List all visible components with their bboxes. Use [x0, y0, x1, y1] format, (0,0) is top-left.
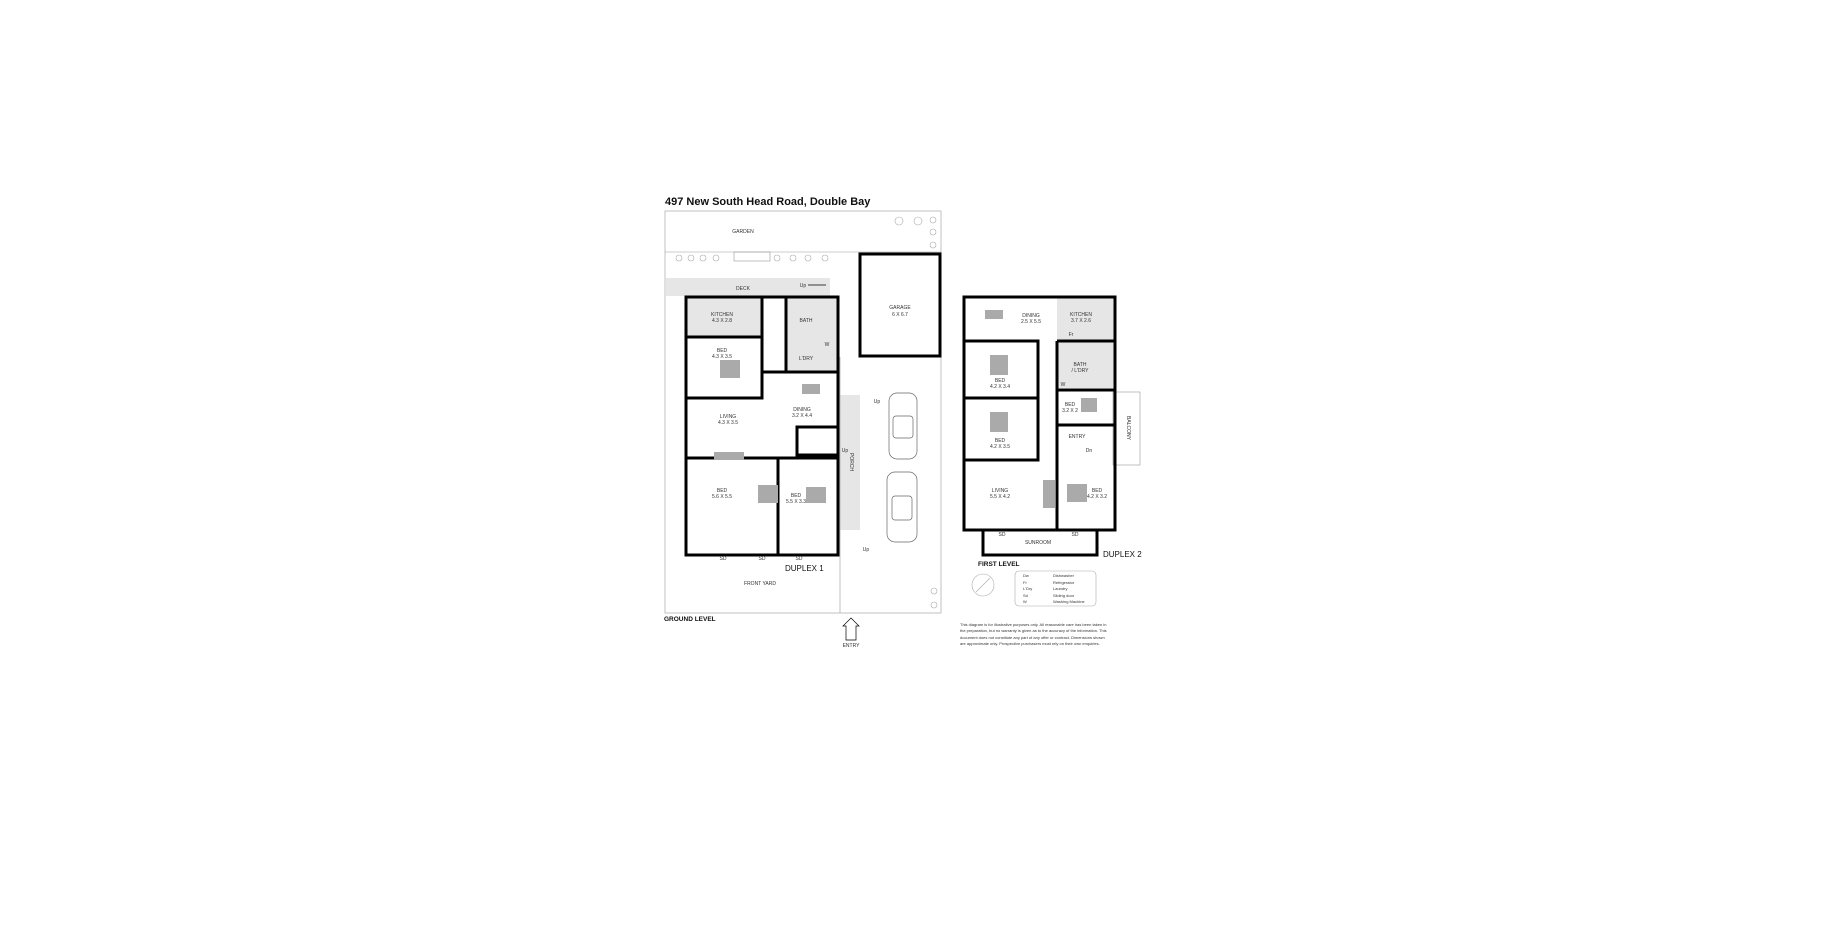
entry-arrow-icon — [842, 617, 860, 641]
label-up4: Up — [863, 547, 870, 553]
label-up2: Up — [874, 399, 881, 405]
label-f-laundry: / L'DRY — [1072, 368, 1090, 374]
label-f-bed3-dim: 3.2 X 2 — [1062, 408, 1078, 414]
svg-text:Dishwasher: Dishwasher — [1053, 573, 1075, 578]
label-f-bed2-dim: 4.2 X 3.5 — [990, 444, 1010, 450]
svg-text:Washing Machine: Washing Machine — [1053, 599, 1085, 604]
label-sunroom: SUNROOM — [1025, 540, 1051, 546]
label-f-bed4: BED — [1092, 488, 1103, 494]
cars — [886, 392, 918, 543]
label-f-living: LIVING — [992, 488, 1009, 494]
label-f-dining-dim: 2.5 X 5.5 — [1021, 319, 1041, 325]
duplex1-label: DUPLEX 1 — [785, 564, 824, 573]
duplex2-outline — [962, 295, 1117, 532]
label-dn: Dn — [1086, 448, 1093, 454]
first-level-label: FIRST LEVEL — [978, 561, 1020, 568]
compass-icon — [971, 573, 995, 597]
label-w: W — [825, 342, 830, 348]
label-living: LIVING — [720, 414, 737, 420]
label-balcony: BALCONY — [1125, 416, 1131, 441]
label-fr: Fr — [1069, 332, 1074, 338]
label-f-bed2: BED — [995, 438, 1006, 444]
label-deck: DECK — [736, 286, 751, 292]
label-f-sd2: SD — [1072, 532, 1079, 538]
ground-level-label: GROUND LEVEL — [664, 616, 716, 623]
label-bed1: BED — [717, 348, 728, 354]
svg-text:Dw: Dw — [1023, 573, 1029, 578]
garden-bench — [733, 251, 771, 262]
label-kitchen-dim: 4.3 X 2.8 — [712, 318, 732, 324]
label-sd: SD — [720, 556, 727, 562]
label-garden: GARDEN — [732, 229, 754, 235]
label-garage: GARAGE — [889, 305, 911, 311]
svg-text:document does not constitute a: document does not constitute any part of… — [960, 635, 1105, 640]
label-f-bed1-dim: 4.2 X 3.4 — [990, 384, 1010, 390]
label-f-bed4-dim: 4.2 X 3.2 — [1087, 494, 1107, 500]
svg-text:are approximate only. Prospect: are approximate only. Prospective purcha… — [960, 641, 1100, 646]
label-bed2: BED — [717, 488, 728, 494]
svg-text:Sliding door: Sliding door — [1053, 593, 1075, 598]
label-bath: BATH — [800, 318, 813, 324]
label-up: Up — [800, 283, 807, 289]
label-bed2-dim: 5.6 X 5.5 — [712, 494, 732, 500]
label-bed3-dim: 5.5 X 3.3 — [786, 499, 806, 505]
label-f-kitchen-dim: 3.7 X 2.6 — [1071, 318, 1091, 324]
label-laundry: L'DRY — [799, 356, 814, 362]
label-dining-dim: 3.2 X 4.4 — [792, 413, 812, 419]
first-level-plan: DINING 2.5 X 5.5 KITCHEN 3.7 X 2.6 Fr BA… — [960, 295, 1142, 646]
svg-text:Sd: Sd — [1023, 593, 1028, 598]
label-f-w: W — [1061, 382, 1066, 388]
svg-text:the preparation, but no warran: the preparation, but no warranty is give… — [960, 628, 1107, 633]
plan-title: 497 New South Head Road, Double Bay — [665, 196, 871, 208]
label-f-bed1: BED — [995, 378, 1006, 384]
trees — [675, 216, 938, 609]
label-bed3: BED — [791, 493, 802, 499]
label-f-bed3: BED — [1065, 402, 1076, 408]
label-dining: DINING — [793, 407, 811, 413]
svg-text:Fr: Fr — [1023, 580, 1027, 585]
disclaimer: This diagram is for illustrative purpose… — [960, 622, 1107, 646]
label-f-sd: SD — [999, 532, 1006, 538]
label-bed1-dim: 4.3 X 3.5 — [712, 354, 732, 360]
label-f-kitchen: KITCHEN — [1070, 312, 1092, 318]
label-up3: Up — [842, 448, 849, 454]
label-front-yard: FRONT YARD — [744, 581, 776, 587]
label-porch: PORCH — [848, 453, 854, 471]
ground-level-plan: GARDEN DECK Up GARAGE 6 X 6.7 KITCHEN 4.… — [664, 210, 942, 649]
svg-text:Laundry: Laundry — [1053, 586, 1067, 591]
svg-text:This diagram is for illustrati: This diagram is for illustrative purpose… — [960, 622, 1106, 627]
label-sd2: SD — [759, 556, 766, 562]
label-entry: ENTRY — [843, 643, 861, 649]
label-kitchen: KITCHEN — [711, 312, 733, 318]
deck — [666, 278, 830, 296]
legend: Dw Dishwasher Fr Refrigerator L'Dry Laundry… — [1023, 573, 1085, 604]
label-living-dim: 4.3 X 3.5 — [718, 420, 738, 426]
label-f-living-dim: 5.5 X 4.2 — [990, 494, 1010, 500]
duplex2-label: DUPLEX 2 — [1103, 550, 1142, 559]
legend-box — [1014, 570, 1097, 607]
label-sd3: SD — [796, 556, 803, 562]
svg-text:L'Dry: L'Dry — [1023, 586, 1032, 591]
label-f-bath: BATH — [1074, 362, 1087, 368]
site-boundary — [664, 210, 942, 614]
porch — [840, 395, 860, 530]
garage — [858, 252, 942, 358]
svg-text:Refrigerator: Refrigerator — [1053, 580, 1075, 585]
label-f-entry: ENTRY — [1069, 434, 1087, 440]
svg-text:W: W — [1023, 599, 1027, 604]
label-f-dining: DINING — [1022, 313, 1040, 319]
label-garage-dim: 6 X 6.7 — [892, 312, 908, 318]
balcony — [1112, 391, 1141, 466]
